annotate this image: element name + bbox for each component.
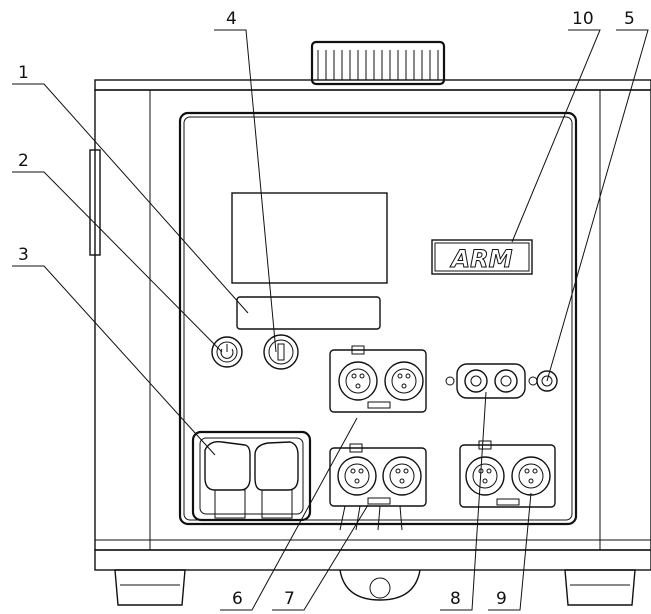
- callout-labels: 1 2 3 4 5 6 7 8 9 10: [18, 9, 635, 609]
- arm-logo: ARM: [431, 239, 533, 275]
- callout-5: 5: [624, 9, 635, 29]
- enclosure: [89, 79, 651, 571]
- two-pin-connector: [445, 363, 538, 399]
- callout-3: 3: [18, 245, 29, 265]
- callout-7: 7: [284, 589, 295, 609]
- callout-8: 8: [450, 589, 461, 609]
- callout-10: 10: [572, 9, 594, 29]
- label-window: [236, 296, 381, 330]
- power-connectors: [191, 430, 312, 522]
- top-cap: [310, 40, 446, 86]
- logo-text: ARM: [450, 245, 513, 273]
- display-screen: [231, 192, 388, 284]
- power-button: [211, 336, 243, 368]
- callout-2: 2: [18, 151, 29, 171]
- callout-6: 6: [232, 589, 243, 609]
- xlr-connector-right-pair: [459, 440, 556, 508]
- callout-1: 1: [18, 63, 29, 83]
- front-panel: [178, 111, 578, 526]
- leader-lines: [12, 29, 649, 611]
- fuse-holder: [263, 334, 299, 370]
- feet: [114, 569, 636, 606]
- callout-9: 9: [496, 589, 507, 609]
- xlr-connector-upper-pair: [329, 345, 427, 413]
- xlr-connector-lower-left-pair: [329, 443, 427, 531]
- callout-4: 4: [226, 9, 237, 29]
